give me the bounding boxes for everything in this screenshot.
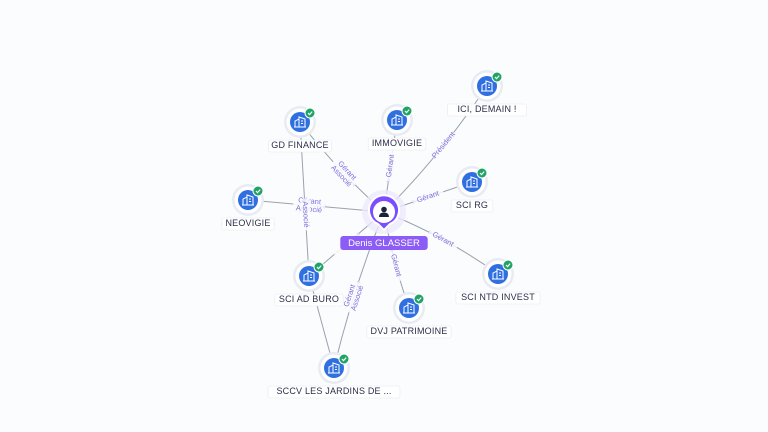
company-node-scirg[interactable]: SCI RG: [450, 166, 494, 213]
company-name-label: NEOVIGIE: [225, 218, 270, 228]
person-name-badge: [340, 236, 428, 250]
building-icon: [391, 114, 403, 126]
verified-check-icon: [401, 105, 413, 117]
verified-check-icon: [252, 185, 264, 197]
company-label-pill: [455, 291, 541, 305]
building-icon: [328, 362, 340, 374]
building-icon: [481, 80, 493, 92]
building-icon: [466, 176, 478, 188]
company-name-label: GD FINANCE: [271, 140, 329, 150]
relation-role-label: Gérant: [384, 153, 396, 178]
company-node-ici[interactable]: ICI, DEMAIN !: [447, 70, 527, 117]
relation-role-label: Président: [430, 129, 458, 160]
company-label-pill: [221, 217, 275, 231]
building-icon: [492, 268, 504, 280]
company-node-dvj[interactable]: DVJ PATRIMOINE: [366, 292, 452, 339]
verified-check-icon: [491, 71, 503, 83]
relation-label-ici: Président: [429, 129, 458, 161]
verified-check-icon: [304, 107, 316, 119]
company-name-label: SCI RG: [456, 200, 488, 210]
relation-role-label: Gérant: [389, 253, 404, 278]
person-name-label: Denis GLASSER: [348, 238, 420, 249]
company-node-immo[interactable]: IMMOVIGIE: [367, 104, 427, 151]
person-icon: [379, 206, 389, 217]
company-label-pill: [367, 137, 427, 151]
building-icon: [303, 270, 315, 282]
relation-role-label: Gérant: [298, 195, 323, 206]
company-label-pill: [274, 293, 344, 307]
building-icon: [242, 194, 254, 206]
nodes-layer: GD FINANCE IMMOVIGIE ICI, DEMAIN ! NEOVIGIE…: [221, 70, 541, 399]
company-name-label: DVJ PATRIMOINE: [371, 326, 448, 336]
verified-check-icon: [313, 261, 325, 273]
relation-role-label: Gérant: [416, 188, 441, 204]
relation-label-immo: Gérant: [383, 149, 397, 183]
company-label-pill: [450, 199, 494, 213]
company-node-adburo[interactable]: SCI AD BURO: [274, 260, 344, 307]
company-label-pill: [366, 325, 452, 339]
company-node-sccv[interactable]: SCCV LES JARDINS DE ...: [267, 352, 401, 399]
relation-label-scirg: Gérant: [411, 187, 445, 206]
company-name-label: SCCV LES JARDINS DE ...: [276, 386, 391, 396]
building-icon: [294, 116, 306, 128]
verified-check-icon: [413, 293, 425, 305]
company-label-pill: [447, 103, 527, 117]
person-node-center[interactable]: Denis GLASSER: [340, 190, 428, 250]
relation-role-label: Associé: [301, 201, 312, 228]
company-node-ntd[interactable]: SCI NTD INVEST: [455, 258, 541, 305]
company-name-label: IMMOVIGIE: [372, 138, 422, 148]
relation-label-ntd: Gérant: [426, 227, 460, 251]
company-name-label: SCI AD BURO: [279, 294, 339, 304]
verified-check-icon: [502, 259, 514, 271]
company-node-gd[interactable]: GD FINANCE: [268, 106, 332, 153]
company-label-pill: [268, 139, 332, 153]
verified-check-icon: [476, 167, 488, 179]
company-name-label: SCI NTD INVEST: [461, 292, 535, 302]
relation-label-dvj: Gérant: [387, 248, 405, 282]
building-icon: [403, 302, 415, 314]
company-node-neo[interactable]: NEOVIGIE: [221, 184, 275, 231]
relation-label-adburo: Associé: [300, 198, 312, 231]
company-name-label: ICI, DEMAIN !: [457, 104, 516, 114]
company-label-pill: [267, 385, 401, 399]
verified-check-icon: [338, 353, 350, 365]
relation-role-label: Gérant: [431, 230, 456, 249]
